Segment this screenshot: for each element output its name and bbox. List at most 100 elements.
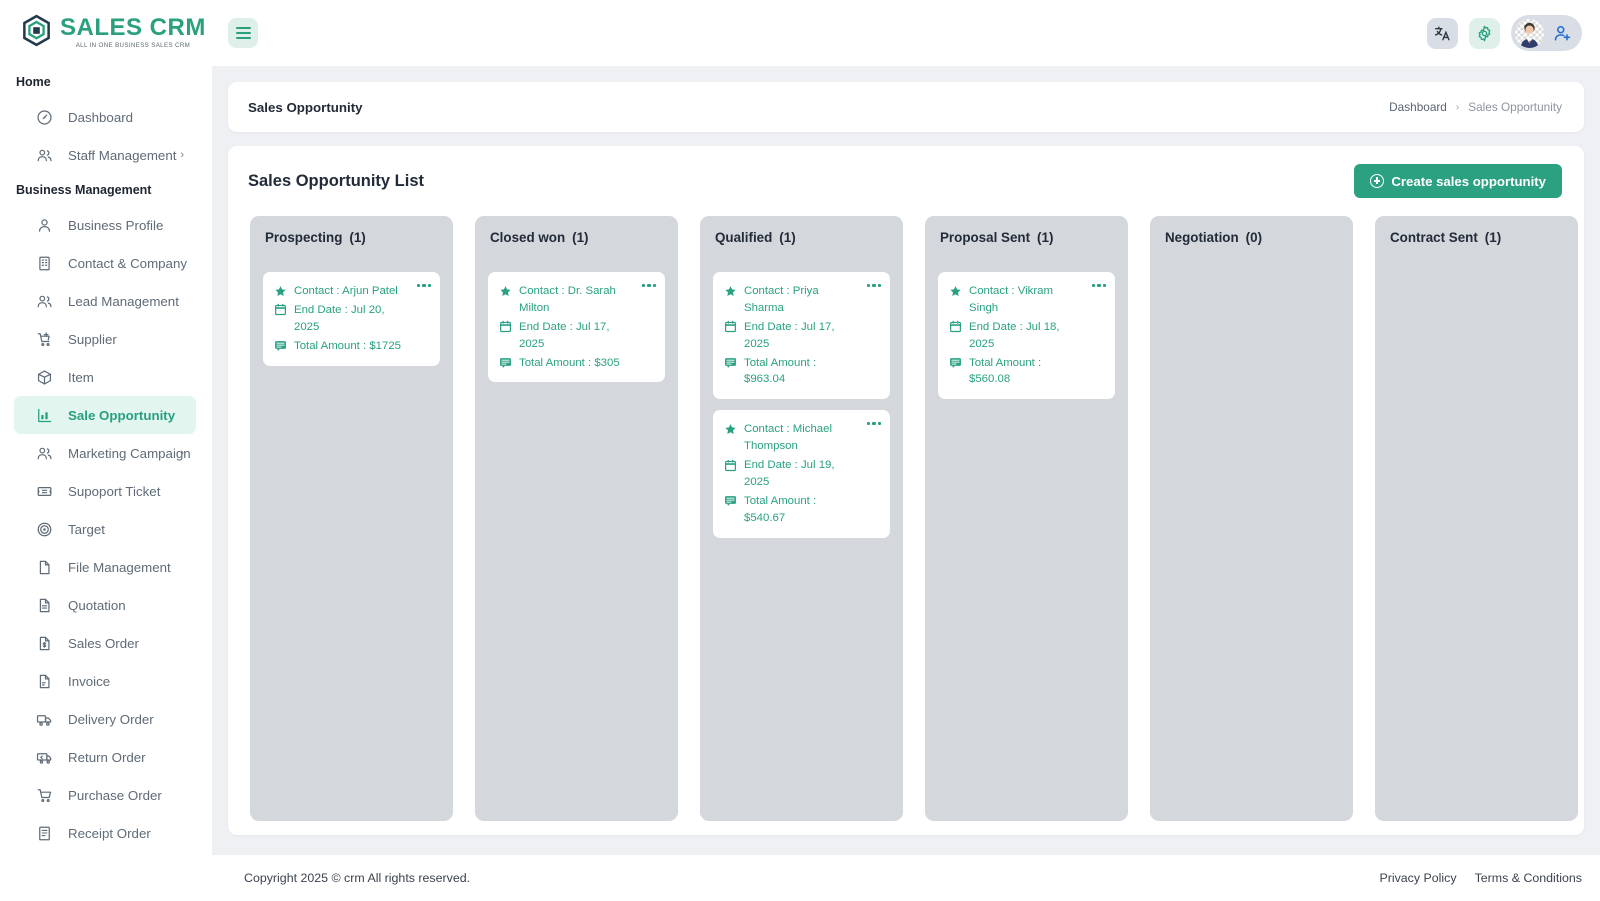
sidebar-item-quotation[interactable]: Quotation xyxy=(14,586,196,624)
sidebar-item-staff-management[interactable]: Staff Management› xyxy=(14,136,196,174)
user-add-icon[interactable] xyxy=(1553,24,1572,43)
sidebar-item-supplier[interactable]: Supplier xyxy=(14,320,196,358)
sidebar-item-invoice[interactable]: Invoice xyxy=(14,662,196,700)
sidebar-item-dashboard[interactable]: Dashboard xyxy=(14,98,196,136)
sidebar-item-sale-opportunity[interactable]: Sale Opportunity xyxy=(14,396,196,434)
brand-name: SALES CRM xyxy=(60,14,206,42)
comment-icon xyxy=(499,356,512,369)
sidebar-item-return-order[interactable]: Return Order xyxy=(14,738,196,776)
box-icon xyxy=(34,367,54,387)
card-end-date: End Date : Jul 17, 2025 xyxy=(519,320,610,350)
ticket-icon xyxy=(34,481,54,501)
sidebar-item-label: Marketing Campaign xyxy=(68,445,191,461)
column-header: Proposal Sent(1) xyxy=(938,230,1115,245)
card-more-options-icon[interactable] xyxy=(866,284,881,288)
kanban-column-contract-sent[interactable]: Contract Sent(1) xyxy=(1375,216,1578,821)
sidebar-item-delivery-order[interactable]: Delivery Order xyxy=(14,700,196,738)
card-contact-row: Contact : Vikram Singh xyxy=(949,283,1105,317)
sidebar-item-label: Sales Order xyxy=(68,635,139,651)
footer-link-terms-conditions[interactable]: Terms & Conditions xyxy=(1474,871,1582,885)
breadcrumb-item-dashboard[interactable]: Dashboard xyxy=(1389,100,1447,114)
card-end-date-row: End Date : Jul 19, 2025 xyxy=(724,457,880,491)
sidebar-item-label: Target xyxy=(68,521,105,537)
sidebar-item-sales-order[interactable]: Sales Order xyxy=(14,624,196,662)
sidebar-item-file-management[interactable]: File Management xyxy=(14,548,196,586)
user-menu[interactable] xyxy=(1511,15,1582,51)
users-icon xyxy=(34,291,54,311)
column-header: Closed won(1) xyxy=(488,230,665,245)
sales-opportunity-panel: Sales Opportunity List Create sales oppo… xyxy=(228,146,1584,835)
file-lines-icon xyxy=(34,595,54,615)
user-icon xyxy=(34,215,54,235)
sidebar-item-receipt-order[interactable]: Receipt Order xyxy=(14,814,196,852)
brand-tagline: ALL IN ONE BUSINESS SALES CRM xyxy=(75,42,191,50)
sidebar-item-business-profile[interactable]: Business Profile xyxy=(14,206,196,244)
sidebar-item-label: Supoport Ticket xyxy=(68,483,161,499)
card-more-options-icon[interactable] xyxy=(1091,284,1106,288)
sidebar-item-marketing-campaign[interactable]: Marketing Campaign› xyxy=(14,434,196,472)
sidebar-item-label: Delivery Order xyxy=(68,711,154,727)
card-more-options-icon[interactable] xyxy=(416,284,431,288)
sidebar-item-purchase-order[interactable]: Purchase Order xyxy=(14,776,196,814)
sidebar-item-contact-company[interactable]: Contact & Company xyxy=(14,244,196,282)
sidebar-item-target[interactable]: Target xyxy=(14,510,196,548)
brand-logo[interactable]: SALES CRM ALL IN ONE BUSINESS SALES CRM xyxy=(0,0,212,66)
sidebar-item-label: File Management xyxy=(68,559,171,575)
column-name: Qualified xyxy=(715,230,773,245)
create-sales-opportunity-button[interactable]: Create sales opportunity xyxy=(1354,164,1562,198)
create-button-label: Create sales opportunity xyxy=(1391,173,1546,189)
star-icon xyxy=(274,285,287,298)
top-bar xyxy=(212,0,1600,66)
calendar-icon xyxy=(274,303,287,316)
target-icon xyxy=(34,519,54,539)
comment-icon xyxy=(274,339,287,352)
sidebar-item-label: Sale Opportunity xyxy=(68,407,176,423)
card-end-date: End Date : Jul 18, 2025 xyxy=(969,320,1060,350)
kanban-column-negotiation[interactable]: Negotiation(0) xyxy=(1150,216,1353,821)
footer-link-privacy-policy[interactable]: Privacy Policy xyxy=(1379,871,1457,885)
star-icon xyxy=(724,285,737,298)
chevron-right-icon[interactable]: › xyxy=(180,447,184,459)
sidebar-item-supoport-ticket[interactable]: Supoport Ticket xyxy=(14,472,196,510)
sidebar-item-label: Supplier xyxy=(68,331,117,347)
card-contact: Contact : Priya Sharma xyxy=(744,285,819,314)
column-header: Prospecting(1) xyxy=(263,230,440,245)
sidebar-item-lead-management[interactable]: Lead Management xyxy=(14,282,196,320)
sidebar-item-label: Lead Management xyxy=(68,293,179,309)
sidebar-item-item[interactable]: Item xyxy=(14,358,196,396)
card-total-amount-row: Total Amount : $560.08 xyxy=(949,355,1105,389)
sidebar: SALES CRM ALL IN ONE BUSINESS SALES CRM … xyxy=(0,0,212,901)
hamburger-menu-icon[interactable] xyxy=(228,18,258,48)
column-count: (1) xyxy=(1484,230,1502,245)
users-icon xyxy=(34,443,54,463)
card-total-amount: Total Amount : $540.67 xyxy=(744,494,817,524)
sidebar-item-label: Dashboard xyxy=(68,109,134,125)
card-total-amount: Total Amount : $305 xyxy=(519,356,620,369)
gear-icon[interactable] xyxy=(1469,17,1500,49)
comment-icon xyxy=(724,494,737,507)
card-contact: Contact : Dr. Sarah Milton xyxy=(519,285,616,314)
card-contact-row: Contact : Arjun Patel xyxy=(274,283,430,300)
breadcrumb: Sales Opportunity Dashboard › Sales Oppo… xyxy=(228,82,1584,132)
chevron-right-icon[interactable]: › xyxy=(180,149,184,161)
card-contact-row: Contact : Dr. Sarah Milton xyxy=(499,283,655,317)
page-content: Sales Opportunity Dashboard › Sales Oppo… xyxy=(212,66,1600,855)
card-contact-row: Contact : Michael Thompson xyxy=(724,421,880,455)
sidebar-item-label: Purchase Order xyxy=(68,787,162,803)
translate-icon[interactable] xyxy=(1427,17,1458,49)
card-more-options-icon[interactable] xyxy=(866,422,881,426)
column-header: Negotiation(0) xyxy=(1163,230,1340,245)
truck-return-icon xyxy=(34,747,54,767)
card-more-options-icon[interactable] xyxy=(641,284,656,288)
